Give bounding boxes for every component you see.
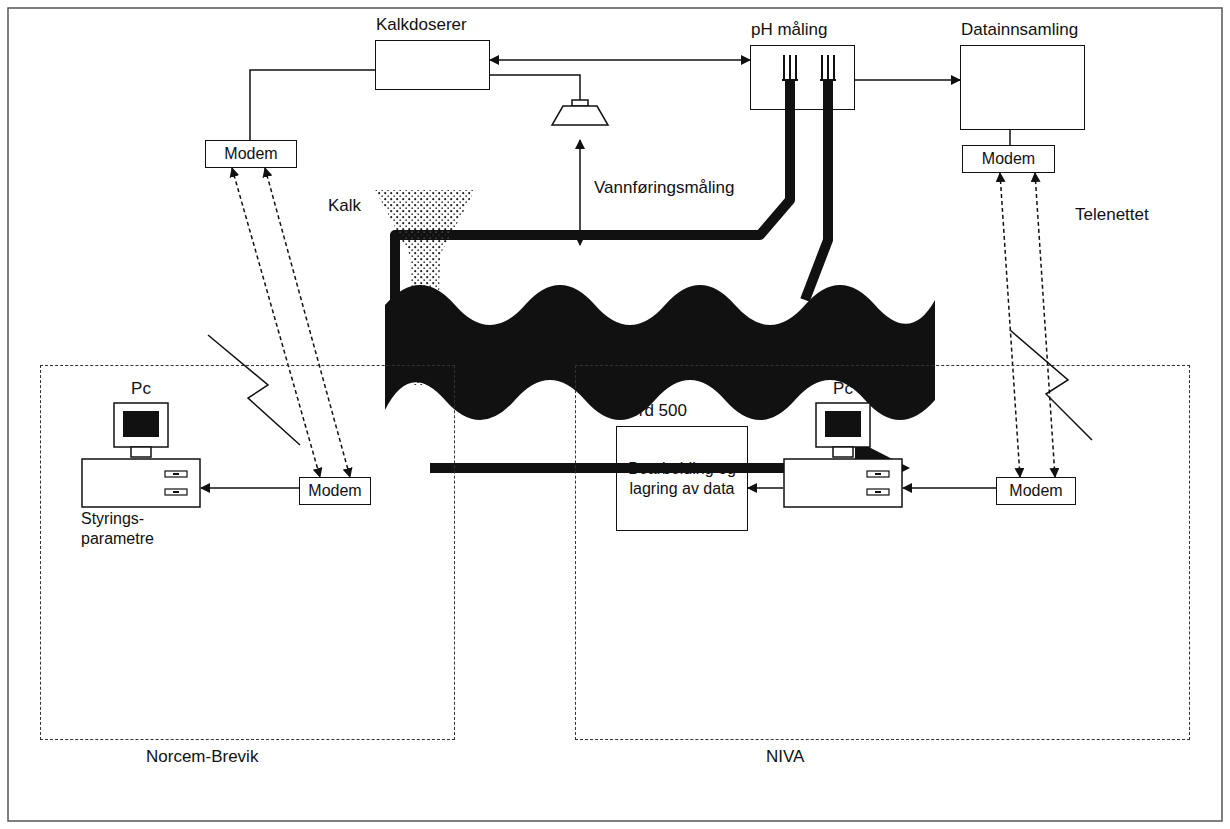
ph-box: pH måling [750, 45, 855, 110]
doser-box: Kalkdoserer [375, 40, 490, 90]
lightning-symbol [208, 335, 300, 445]
modem-box: Modem [299, 477, 371, 505]
connector [748, 487, 783, 489]
sample-pipe [805, 108, 828, 300]
logger-box: Datainnsamling [960, 45, 1085, 130]
site-region: NIVANord 500Bearbeiding og lagring av da… [575, 365, 1190, 740]
pc-node: PcStyrings- parametre [81, 379, 201, 548]
connector [1009, 130, 1011, 145]
connector [903, 487, 996, 489]
part-label: Vannføringsmåling [594, 178, 734, 198]
node-text: Styrings- parametre [81, 509, 201, 547]
modem-box: Modem [962, 145, 1055, 173]
modem-box: Modem [205, 140, 297, 168]
node-text: Pc [131, 379, 151, 399]
node-heading: Kalkdoserer [376, 15, 467, 35]
part-label: Kalk [328, 196, 361, 216]
node-text: Pc [833, 379, 853, 399]
node-text: Modem [982, 149, 1035, 168]
pc-icon [783, 399, 903, 509]
node-heading: Nord 500 [617, 401, 687, 421]
frame [8, 8, 1222, 821]
node-heading: NIVA [766, 747, 804, 767]
site-region: Norcem-BrevikPcStyrings- parametreModem [40, 365, 455, 740]
node-heading: Norcem-Brevik [146, 747, 258, 767]
part-label: Telenettet [1075, 205, 1149, 225]
flow-sensor [490, 75, 608, 245]
connector [201, 487, 299, 489]
node-heading: Datainnsamling [961, 20, 1078, 40]
lightning-symbol [1010, 330, 1092, 440]
river [385, 285, 935, 420]
node-text: Modem [308, 481, 361, 500]
modem-box: Modem [996, 477, 1076, 505]
connector [855, 79, 960, 81]
node-text: Modem [1009, 481, 1062, 500]
phone-link [1000, 173, 1020, 477]
pc-icon [81, 399, 201, 509]
connector [490, 59, 750, 61]
electrodes [782, 55, 836, 110]
node-text: Bearbeiding og lagring av data [617, 455, 747, 503]
node-heading: pH måling [751, 20, 828, 40]
phone-link [232, 168, 320, 477]
pc-node: Pc [783, 379, 903, 509]
phone-link [1035, 173, 1055, 477]
node-text: Modem [224, 144, 277, 163]
connector [250, 70, 375, 140]
computer-box: Nord 500Bearbeiding og lagring av data [616, 426, 748, 531]
